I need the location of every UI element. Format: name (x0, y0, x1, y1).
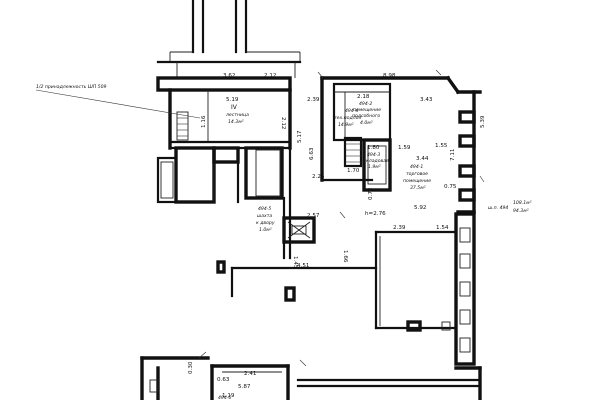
dim-1-66: 1.66 (342, 250, 348, 263)
dim-1-16: 1.16 (201, 115, 207, 128)
dim-2-12b: 2.12 (280, 117, 286, 129)
dim-1-19: 1.19 (222, 393, 235, 399)
dim-5-17: 5.17 (297, 130, 303, 143)
room-5-desc-b: к двору (256, 221, 275, 226)
dim-2-25: 2.25 (312, 174, 325, 180)
dim-0-75: 0.75 (444, 184, 457, 190)
room-2-desc-c: 4.0м² (360, 120, 373, 126)
dim-0-63: 0.63 (217, 377, 230, 383)
room-annotations: 1/2 принадлежность ШП 509 IV лестница 14… (35, 84, 532, 400)
dim-1-45: 1.45 (292, 256, 298, 269)
dim-2-39: 2.39 (307, 97, 320, 103)
left-lower-rooms (156, 146, 284, 204)
dimension-labels: 3.62 2.12 8.98 5.19 2.39 2.18 3.43 2.12 … (188, 73, 486, 399)
room-6-number: 494-6 (218, 395, 231, 400)
note-ownership: 1/2 принадлежность ШП 509 (36, 84, 107, 90)
dim-3-62: 3.62 (223, 73, 235, 79)
room-1-desc-b: помещение (403, 179, 431, 184)
dim-5-39: 5.39 (480, 115, 486, 128)
dim-3-43: 3.43 (420, 97, 433, 103)
room-5-number: 494-5 (258, 206, 271, 212)
left-block-walls (156, 76, 292, 150)
lower-hall (216, 230, 458, 332)
top-shaft (156, 0, 302, 78)
dim-5-92: 5.92 (414, 205, 426, 211)
dim-h-2-76: h=2.76 (365, 211, 386, 217)
note-leader-line (35, 89, 201, 119)
total-area-b: 94.3м² (513, 208, 529, 214)
dim-6-63: 6.63 (309, 147, 315, 160)
room-5-area: 1.0м² (259, 227, 272, 233)
dim-2-12: 2.12 (264, 73, 276, 79)
total-label: ш.п. 494 (488, 205, 508, 211)
room-3-number: 494-3 (367, 152, 380, 158)
room-1-area: 37.5м² (410, 185, 426, 191)
dim-3-44: 3.44 (416, 156, 429, 162)
dim-1-54: 1.54 (436, 225, 449, 231)
room-5-desc-a: шахта (257, 214, 272, 219)
dim-1-55: 1.55 (435, 143, 448, 149)
dim-7-11: 7.11 (450, 148, 456, 161)
room-1-desc-a: торговое (406, 172, 428, 177)
dim-2-18: 2.18 (357, 94, 370, 100)
room-iv-area: 14.3м² (228, 119, 244, 125)
dim-0-30: 0.30 (188, 361, 194, 374)
right-top-rooms (320, 75, 482, 192)
dim-8-98: 8.98 (383, 73, 396, 79)
dim-1-80: 1.80 (367, 145, 380, 151)
dim-0-72: 0.72 (368, 188, 374, 200)
room-3-area: 1.9м² (368, 164, 381, 170)
markers (198, 69, 485, 367)
room-1-number: 494-1 (410, 164, 423, 170)
total-area-a: 108.1м² (513, 200, 532, 206)
room-iv-name: лестница (225, 113, 249, 118)
dim-1-59: 1.59 (398, 145, 411, 151)
room-4-desc: тех.подпол (334, 116, 361, 121)
dim-2-41: 2.41 (244, 371, 257, 377)
dim-2-39b: 2.39 (393, 225, 406, 231)
dim-1-70: 1.70 (347, 168, 360, 174)
room-2-number: 494-2 (359, 101, 372, 107)
central-corridor (282, 146, 316, 260)
room-3-desc: кладовая (366, 159, 389, 164)
bottom-rooms (140, 356, 482, 400)
dim-5-19: 5.19 (226, 97, 239, 103)
dim-2-57: 2.57 (307, 213, 320, 219)
room-iv-number: IV (231, 104, 238, 111)
room-2-desc-a: помещение (353, 108, 381, 113)
right-outer-wall (454, 90, 476, 366)
dim-5-87: 5.87 (238, 384, 251, 390)
room-4-number: 494-4 (345, 108, 358, 114)
room-4-area: 14.9м² (338, 122, 354, 128)
room-2-desc-b: подсобного (352, 113, 380, 119)
dim-4-51: 4.51 (297, 263, 310, 269)
